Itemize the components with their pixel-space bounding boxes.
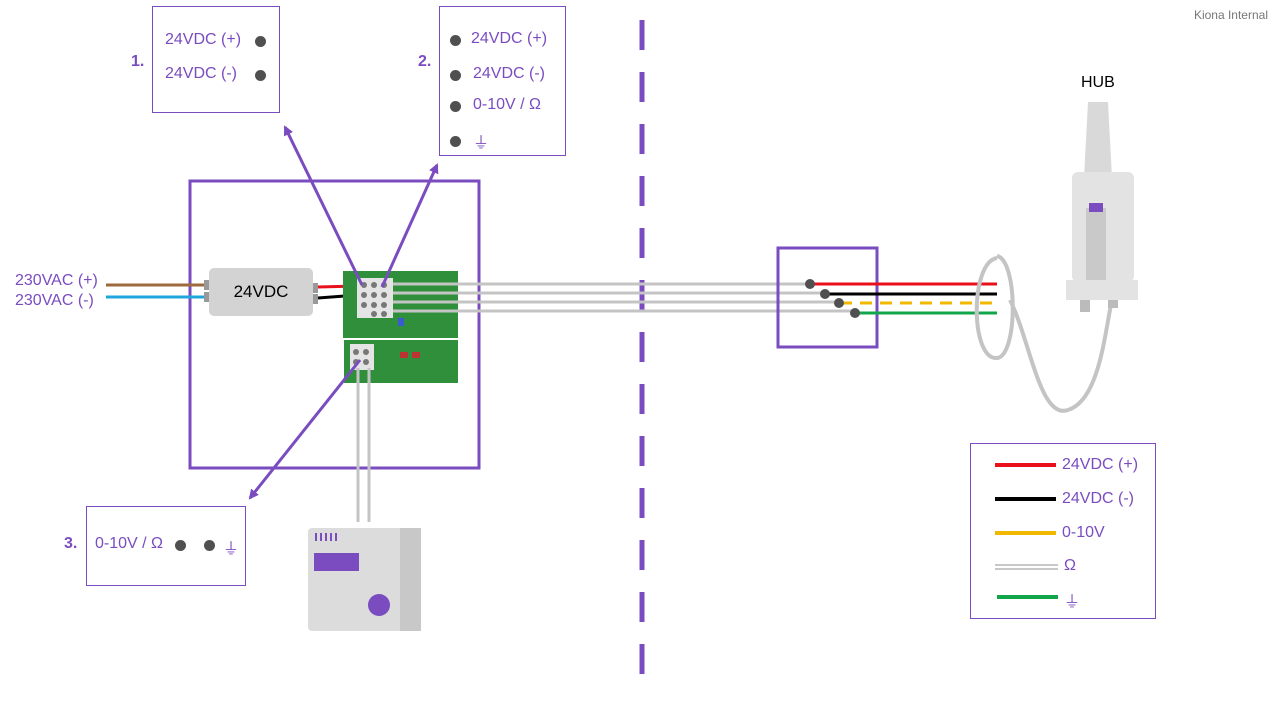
arrow-to-box2 <box>380 163 439 288</box>
legend-ground-icon: ⏚ <box>1064 594 1081 611</box>
box2-number: 2. <box>418 53 432 70</box>
ground-icon: ⏚ <box>473 135 490 152</box>
mains-minus-label: 230VAC (-) <box>15 292 94 309</box>
terminal-dot <box>450 35 461 46</box>
box3-terminal-signal: 0-10V / Ω <box>95 535 163 552</box>
legend-ohm: Ω <box>1064 557 1076 574</box>
corner-label: Kiona Internal <box>1193 8 1268 22</box>
pcb-junction-board <box>343 271 458 383</box>
legend-0-10v: 0-10V <box>1062 524 1105 541</box>
box1-number: 1. <box>131 53 145 70</box>
legend <box>970 443 1156 619</box>
terminal-box-3: 0-10V / Ω ⏚ <box>86 506 246 586</box>
legend-24v-plus: 24VDC (+) <box>1062 456 1139 473</box>
terminal-dot <box>255 70 266 81</box>
hub-cable-loop <box>974 254 1114 413</box>
terminal-dot <box>450 101 461 112</box>
terminal-dot <box>450 136 461 147</box>
ground-icon: ⏚ <box>223 541 240 558</box>
arrow-to-box1 <box>283 125 364 286</box>
box3-number: 3. <box>64 535 78 552</box>
box2-terminal-signal: 0-10V / Ω <box>473 96 541 113</box>
power-supply-label: 24VDC <box>233 282 289 301</box>
terminal-dot <box>204 540 215 551</box>
box2-terminal-plus: 24VDC (+) <box>471 30 548 47</box>
legend-24v-minus: 24VDC (-) <box>1062 490 1135 507</box>
terminal-dot <box>255 36 266 47</box>
mains-plus-label: 230VAC (+) <box>15 272 98 289</box>
arrow-to-box3 <box>248 359 362 500</box>
legend-swatches <box>995 463 1058 599</box>
hub-device <box>1066 102 1138 312</box>
hub-label: HUB <box>1081 74 1115 91</box>
terminal-dot <box>450 70 461 81</box>
terminal-box-2: 24VDC (+) 24VDC (-) 0-10V / Ω ⏚ <box>439 6 566 156</box>
power-supply: 24VDC <box>209 268 313 316</box>
terminal-box-1: 24VDC (+) 24VDC (-) <box>152 6 280 113</box>
signal-cable-bundle <box>393 282 854 313</box>
box1-terminal-plus: 24VDC (+) <box>165 31 242 48</box>
box2-terminal-minus: 24VDC (-) <box>473 65 546 82</box>
junction-box-enclosure <box>188 179 481 470</box>
room-sensor-device <box>308 528 421 631</box>
box1-terminal-minus: 24VDC (-) <box>165 65 238 82</box>
cable-junction-box <box>776 246 879 349</box>
terminal-dot <box>175 540 186 551</box>
